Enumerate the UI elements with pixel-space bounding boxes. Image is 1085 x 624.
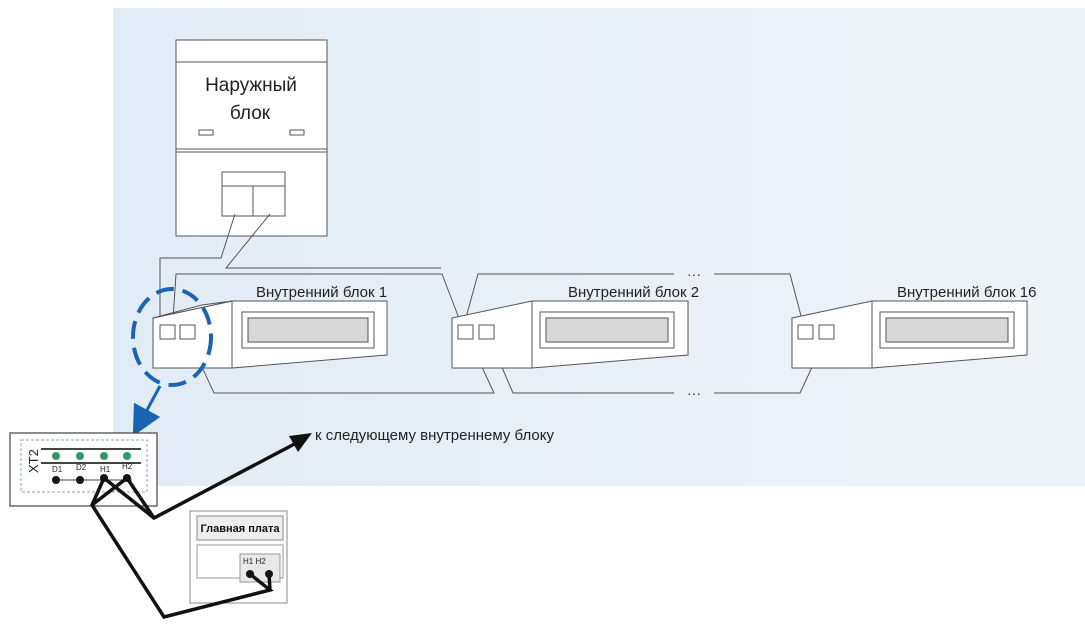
ellipsis-bottom: ··· (687, 385, 701, 401)
highlight-circle (131, 287, 213, 387)
terminal-green-1 (52, 452, 60, 460)
indoor-unit-2-label: Внутренний блок 2 (568, 284, 699, 301)
terminal-block-xt2: XT2 D1 D2 H1 H2 (9, 432, 158, 507)
terminal-label-d2: D2 (76, 463, 87, 472)
next-unit-arrowhead (289, 433, 312, 452)
outdoor-unit: Наружный блок (175, 39, 328, 237)
main-board-title: Главная плата (200, 523, 280, 535)
terminal-label-h1: H1 (100, 465, 111, 474)
terminal-black-2 (76, 476, 84, 484)
highlight-arrow (132, 385, 162, 437)
indoor-unit-16-label: Внутренний блок 16 (897, 284, 1036, 301)
outdoor-unit-label-2: блок (230, 103, 271, 124)
main-board-terminals: H1 H2 (243, 557, 266, 566)
main-board: Главная плата H1 H2 (189, 510, 288, 604)
indoor-unit-16 (791, 300, 1028, 369)
ellipsis-top: ··· (687, 266, 701, 282)
indoor-unit-1-label: Внутренний блок 1 (256, 284, 387, 301)
bold-wires (90, 438, 303, 620)
xt2-label: XT2 (26, 449, 41, 473)
terminal-green-3 (100, 452, 108, 460)
outdoor-unit-label: Наружный (205, 75, 297, 96)
terminal-green-4 (123, 452, 131, 460)
terminal-label-d1: D1 (52, 465, 63, 474)
indoor-unit-1 (152, 300, 388, 369)
terminal-label-h2: H2 (122, 462, 133, 471)
terminal-black-1 (52, 476, 60, 484)
terminal-green-2 (76, 452, 84, 460)
indoor-unit-2 (451, 300, 689, 369)
next-unit-caption: к следующему внутреннему блоку (315, 427, 554, 444)
